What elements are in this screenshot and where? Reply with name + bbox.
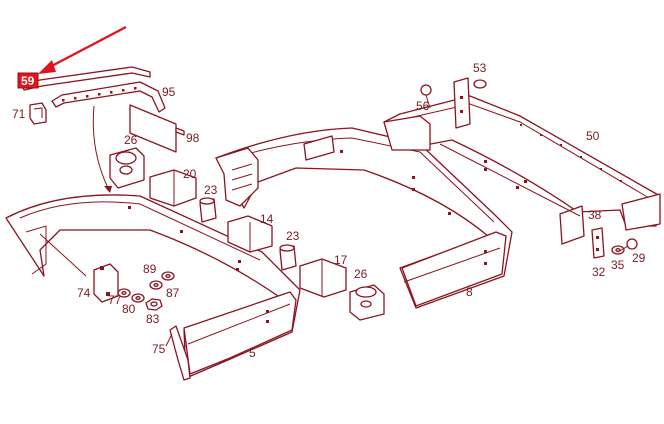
part-89-washer[interactable] [161, 271, 175, 281]
part-59-trim-strip[interactable] [21, 66, 151, 91]
part-32-plate[interactable] [591, 227, 605, 259]
callout-74[interactable]: 74 [77, 286, 91, 300]
callout-5[interactable]: 5 [249, 346, 256, 360]
part-98-bracket[interactable] [129, 104, 185, 153]
part-71-clip[interactable] [29, 102, 47, 125]
callout-20[interactable]: 20 [183, 167, 197, 181]
callout-89[interactable]: 89 [143, 262, 157, 276]
callout-32[interactable]: 32 [592, 265, 606, 279]
part-35-nut[interactable] [611, 245, 625, 255]
callout-8[interactable]: 8 [466, 285, 473, 299]
part-14-block[interactable] [227, 215, 273, 253]
part-83-nut[interactable] [145, 298, 163, 311]
callout-23b[interactable]: 23 [286, 229, 300, 243]
part-74-bracket[interactable] [93, 263, 119, 303]
callout-50[interactable]: 50 [586, 129, 600, 143]
part-8-rear-bumper-center[interactable] [215, 127, 513, 309]
callout-75[interactable]: 75 [152, 342, 166, 356]
callout-80[interactable]: 80 [122, 302, 136, 316]
part-26-mount-right[interactable] [349, 284, 385, 321]
callout-53[interactable]: 53 [473, 61, 487, 75]
callout-17[interactable]: 17 [334, 253, 348, 267]
callout-35[interactable]: 35 [611, 258, 625, 272]
callout-23a[interactable]: 23 [204, 183, 218, 197]
callout-98[interactable]: 98 [186, 131, 200, 145]
callout-83[interactable]: 83 [146, 312, 160, 326]
callout-26[interactable]: 26 [124, 133, 138, 147]
part-29-bolt[interactable] [617, 238, 638, 253]
part-95-retainer[interactable] [51, 81, 166, 113]
part-56-bolt[interactable] [420, 84, 432, 109]
callout-29[interactable]: 29 [632, 251, 646, 265]
callout-59-label: 59 [21, 74, 35, 88]
part-17-block[interactable] [299, 258, 347, 298]
part-50-rear-bumper-right[interactable] [383, 95, 661, 245]
part-77-washer[interactable] [117, 288, 131, 298]
part-75-strip[interactable] [169, 325, 191, 381]
callout-87[interactable]: 87 [166, 286, 180, 300]
callout-38[interactable]: 38 [588, 208, 602, 222]
part-80-washer[interactable] [131, 293, 145, 303]
callout-71[interactable]: 71 [12, 107, 26, 121]
callout-59-highlight[interactable]: 59 [17, 72, 39, 89]
callout-26b[interactable]: 26 [354, 267, 368, 281]
part-23-sleeve-left[interactable] [199, 197, 217, 223]
part-26-mount-left[interactable] [109, 147, 145, 189]
callout-95[interactable]: 95 [162, 85, 176, 99]
callout-14[interactable]: 14 [260, 212, 274, 226]
callout-56[interactable]: 56 [416, 99, 430, 113]
callout-77[interactable]: 77 [108, 293, 122, 307]
part-87-washer[interactable] [149, 280, 163, 290]
highlight-arrow [38, 25, 127, 74]
part-53-bracket[interactable] [453, 77, 487, 129]
part-23-sleeve-right[interactable] [279, 244, 297, 271]
part-20-block[interactable] [149, 169, 197, 207]
